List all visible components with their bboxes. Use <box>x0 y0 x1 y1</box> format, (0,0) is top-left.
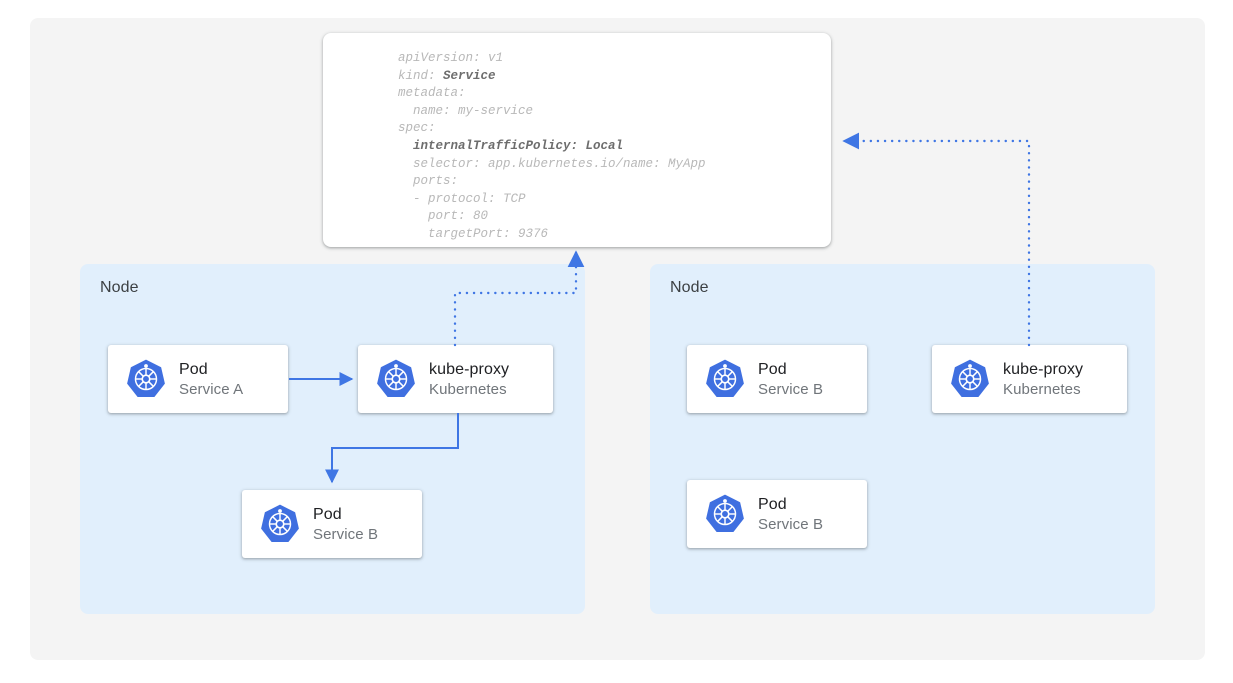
card-title: kube-proxy <box>1003 360 1084 378</box>
kubernetes-icon <box>261 504 299 543</box>
manifest-line: targetPort: 9376 <box>398 226 549 241</box>
card-text: Pod Service B <box>758 359 823 400</box>
card-title: kube-proxy <box>429 360 510 378</box>
kubernetes-icon <box>706 359 744 398</box>
service-manifest-code: apiVersion: v1 kind: Service metadata: nam… <box>398 50 706 244</box>
node-container-left: Node <box>80 264 585 614</box>
manifest-line-emphasis: Service <box>443 68 496 83</box>
kubernetes-icon <box>377 359 415 398</box>
card-pod-service-b-left[interactable]: Pod Service B <box>242 490 422 558</box>
manifest-line: spec: <box>398 121 436 136</box>
card-title: Pod <box>179 360 208 378</box>
card-title: Pod <box>313 505 342 523</box>
card-text: kube-proxy Kubernetes <box>1003 359 1083 400</box>
manifest-line-emphasis: internalTrafficPolicy: Local <box>413 138 624 153</box>
card-subtitle: Service B <box>758 515 824 533</box>
manifest-line: port: 80 <box>398 209 489 224</box>
card-text: Pod Service B <box>313 504 378 545</box>
card-subtitle: Service A <box>179 380 244 398</box>
card-subtitle: Service B <box>758 380 824 398</box>
card-kube-proxy-right[interactable]: kube-proxy Kubernetes <box>932 345 1127 413</box>
node-container-right: Node <box>650 264 1155 614</box>
manifest-line: internalTrafficPolicy: Local <box>398 138 706 156</box>
card-subtitle: Kubernetes <box>429 380 507 398</box>
card-kube-proxy-left[interactable]: kube-proxy Kubernetes <box>358 345 553 413</box>
card-pod-service-a[interactable]: Pod Service A <box>108 345 288 413</box>
card-title: Pod <box>758 495 787 513</box>
card-pod-service-b-right-bottom[interactable]: Pod Service B <box>687 480 867 548</box>
card-subtitle: Kubernetes <box>1003 380 1081 398</box>
manifest-line: ports: <box>398 174 459 189</box>
manifest-line: - protocol: TCP <box>398 191 526 206</box>
kubernetes-icon <box>706 494 744 533</box>
card-text: kube-proxy Kubernetes <box>429 359 509 400</box>
card-text: Pod Service B <box>758 494 823 535</box>
manifest-line: kind: Service <box>398 68 496 83</box>
card-subtitle: Service B <box>313 525 379 543</box>
node-label: Node <box>100 279 139 296</box>
manifest-line: metadata: <box>398 86 466 101</box>
kubernetes-icon <box>951 359 989 398</box>
service-manifest-card: apiVersion: v1 kind: Service metadata: nam… <box>323 33 831 247</box>
card-title: Pod <box>758 360 787 378</box>
card-pod-service-b-right-top[interactable]: Pod Service B <box>687 345 867 413</box>
node-label: Node <box>670 279 709 296</box>
manifest-line: selector: app.kubernetes.io/name: MyApp <box>398 156 706 171</box>
manifest-line: apiVersion: v1 <box>398 51 504 65</box>
card-text: Pod Service A <box>179 359 243 400</box>
kubernetes-icon <box>127 359 165 398</box>
manifest-line: name: my-service <box>398 103 534 118</box>
